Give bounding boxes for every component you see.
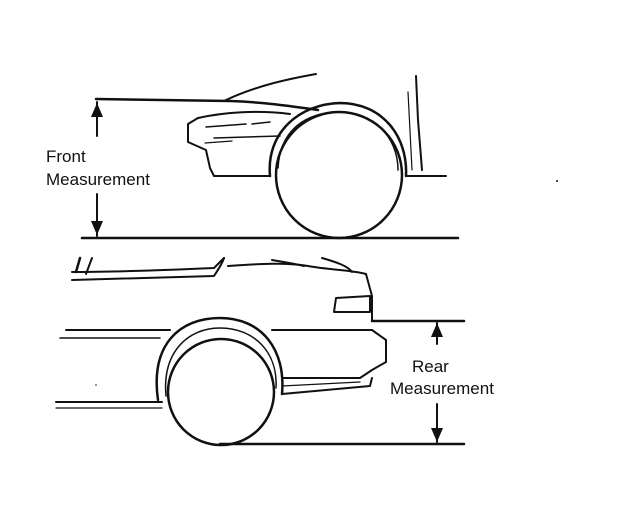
scan-speck (556, 180, 558, 182)
scan-speck (95, 384, 97, 386)
front-car-outline (94, 73, 447, 178)
front-measurement-label-line1: Front (46, 147, 86, 166)
front-wheel (274, 110, 404, 240)
rear-measurement-label-line1: Rear (412, 357, 449, 376)
rear-measurement-arrow (431, 322, 443, 443)
rear-measurement-label-line2: Measurement (390, 379, 494, 398)
rear-wheel (166, 337, 276, 447)
front-measurement-arrow (91, 101, 103, 237)
front-measurement-label-line2: Measurement (46, 170, 150, 189)
rear-car-outline (55, 256, 387, 409)
